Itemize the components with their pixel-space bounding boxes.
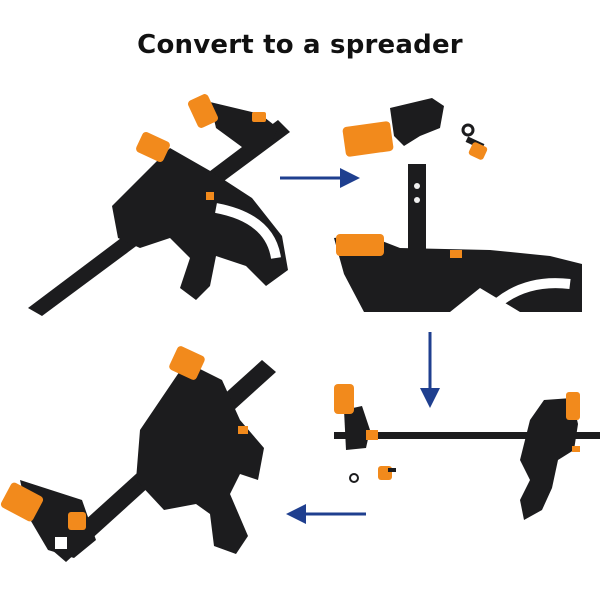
arrow-down-icon	[416, 330, 444, 410]
step-2-disassemble-image	[320, 88, 590, 318]
arrow-left-icon	[284, 500, 368, 528]
arrow-right-icon	[278, 164, 362, 192]
step-1-clamp-image	[20, 88, 310, 318]
step-4-spreader-closeup-image	[0, 340, 290, 570]
step-3-reassembled-spreader-image	[320, 370, 600, 540]
page-title: Convert to a spreader	[137, 30, 463, 60]
